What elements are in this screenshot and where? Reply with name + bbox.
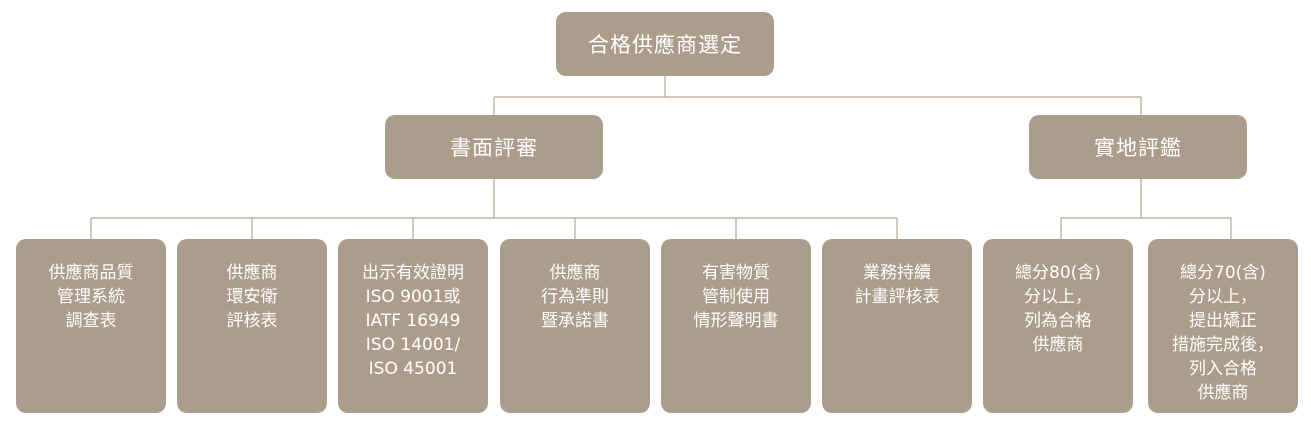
branch-node-document-review: 書面評審 (385, 115, 603, 179)
root-node-label: 合格供應商選定 (588, 33, 742, 57)
branch-node-label: 書面評審 (450, 136, 538, 160)
branch-node-onsite-audit: 實地評鑑 (1029, 115, 1247, 179)
leaf-node-code-of-conduct: 供應商 行為準則 暨承諾書 (500, 239, 650, 413)
root-node-qualified-supplier-selection: 合格供應商選定 (556, 12, 774, 76)
leaf-node-score-70: 總分70(含) 分以上， 提出矯正 措施完成後， 列入合格 供應商 (1148, 239, 1298, 413)
branch-node-label: 實地評鑑 (1094, 136, 1182, 160)
leaf-node-quality-system-survey: 供應商品質 管理系統 調查表 (16, 239, 166, 413)
leaf-node-score-80: 總分80(含) 分以上， 列為合格 供應商 (983, 239, 1133, 413)
leaf-node-business-continuity: 業務持續 計畫評核表 (822, 239, 972, 413)
leaf-node-iso-certificates: 出示有效證明 ISO 9001或 IATF 16949 ISO 14001/ I… (338, 239, 488, 413)
leaf-node-hazardous-substances: 有害物質 管制使用 情形聲明書 (661, 239, 811, 413)
leaf-node-ehs-evaluation: 供應商 環安衛 評核表 (177, 239, 327, 413)
